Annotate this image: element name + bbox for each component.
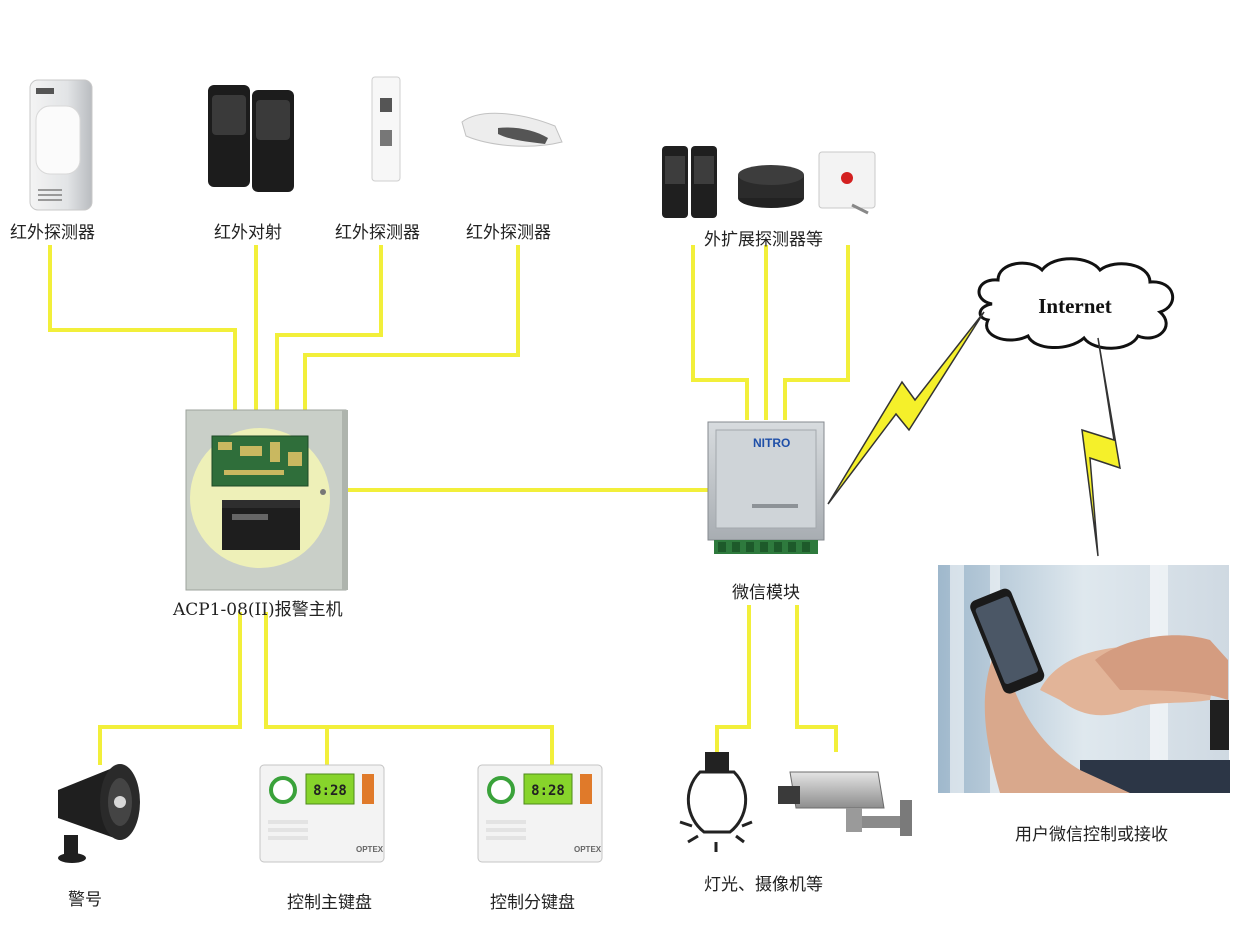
camera-icon	[778, 771, 912, 836]
user-label: 用户微信控制或接收	[1015, 825, 1168, 845]
main-keypad-label: 控制主键盘	[287, 893, 372, 913]
lightning-cloud-user-icon	[1081, 337, 1121, 557]
wire-ext-3	[783, 245, 850, 420]
alarm-host-panel	[185, 409, 348, 591]
user-phone-photo	[938, 565, 1230, 793]
siren-icon	[58, 764, 140, 863]
panic-button-icon	[818, 151, 876, 215]
keypad-lcd: 8:28	[313, 783, 347, 799]
beam-pair-icon	[662, 146, 717, 218]
extended-detectors-label: 外扩展探测器等	[704, 230, 823, 250]
wire-detector-3	[275, 245, 383, 410]
wire-light	[715, 605, 751, 752]
wire-detector-1	[48, 245, 237, 410]
light-bulb-icon	[679, 752, 753, 852]
main-keypad-icon: 8:28 OPTEX	[259, 764, 385, 863]
curtain-detector-icon	[371, 76, 401, 182]
wire-keypads	[264, 612, 554, 765]
wechat-module-device	[707, 421, 825, 554]
detector-label-4: 红外探测器	[466, 223, 551, 243]
wechat-module-label: 微信模块	[732, 583, 800, 603]
sub-keypad-icon: 8:28 OPTEX	[477, 764, 603, 863]
pir-detector-icon	[29, 79, 93, 211]
siren-label: 警号	[68, 890, 102, 910]
keypad-brand: OPTEX	[356, 845, 384, 854]
lightning-bolts	[827, 311, 1121, 557]
keypad-brand: OPTEX	[574, 845, 602, 854]
alarm-host-label: ACP1-08(II)报警主机	[173, 600, 343, 620]
detector-label-1: 红外探测器	[10, 223, 95, 243]
wechat-module-brand: NITRO	[753, 436, 791, 450]
wire-ext-1	[691, 245, 749, 420]
wire-camera	[795, 605, 838, 752]
internet-cloud-icon: Internet	[977, 257, 1175, 350]
sub-keypad-label: 控制分键盘	[490, 893, 575, 913]
wire-detector-4	[303, 245, 520, 410]
wires	[48, 245, 850, 765]
wire-siren	[98, 612, 242, 765]
lightning-module-cloud-icon	[827, 311, 985, 505]
smoke-detector-icon	[738, 165, 804, 208]
detector-label-3: 红外探测器	[335, 223, 420, 243]
detector-label-2: 红外对射	[214, 223, 282, 243]
keypad-lcd: 8:28	[531, 783, 565, 799]
internet-label: Internet	[1038, 294, 1111, 318]
ceiling-detector-icon	[461, 112, 563, 147]
beam-detector-icon	[208, 85, 294, 192]
light-camera-label: 灯光、摄像机等	[704, 875, 823, 895]
